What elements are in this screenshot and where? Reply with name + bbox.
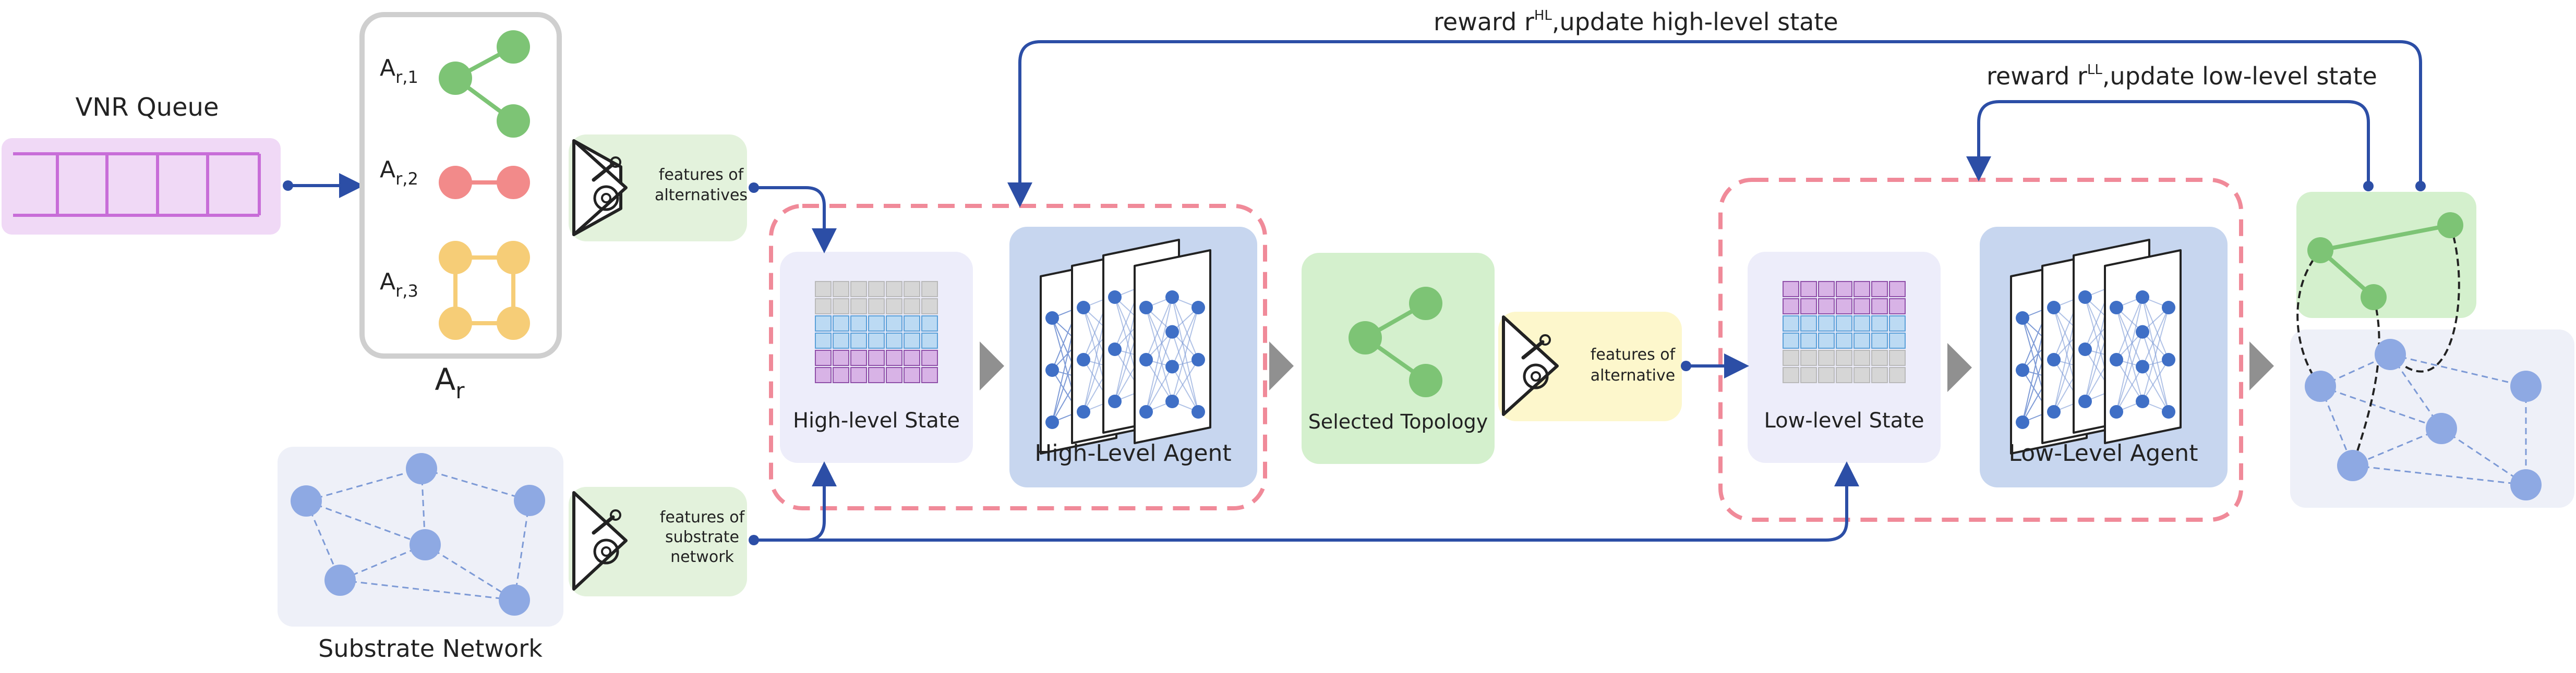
svg-text:reward rHL,update high-level s: reward rHL,update high-level state	[1434, 8, 1838, 36]
alternatives-panel: Ar,1 Ar,2 Ar,3 Ar	[359, 12, 562, 403]
feature-extractor-alternative: features of alternative	[1498, 312, 1682, 421]
high-level-agent-label: High-Level Agent	[1034, 440, 1231, 467]
alt1-subscript: r,1	[395, 67, 418, 87]
alt1-label: A	[380, 55, 395, 81]
wrench-icon	[1521, 334, 1551, 360]
low-level-state: Low-level State	[1748, 252, 1941, 463]
alt2-label: A	[380, 156, 395, 183]
reward-hl-suffix: ,update high-level state	[1552, 8, 1838, 36]
alt2-subscript: r,2	[395, 169, 418, 189]
alternative-1: Ar,1	[380, 30, 530, 138]
fe-alternative-line2: alternative	[1591, 366, 1675, 385]
low-level-state-label: Low-level State	[1764, 409, 1924, 433]
queue-to-alternatives-arrow	[283, 173, 364, 198]
feature-extractor-substrate: features of substrate network	[569, 487, 747, 596]
fe-alternative-line1: features of	[1591, 346, 1676, 364]
low-level-agent: Low-Level Agent	[1980, 227, 2228, 487]
state-matrix-icon	[815, 281, 938, 383]
feature-extractor-alternatives: features of alternatives	[569, 134, 748, 241]
gear-icon	[593, 185, 619, 211]
svg-text:Ar: Ar	[435, 362, 465, 403]
reward-ll-suffix: ,update low-level state	[2102, 62, 2377, 90]
high-level-dashed-group	[769, 204, 1267, 510]
fe-substrate-line1: features of	[660, 508, 745, 527]
wrench-icon	[592, 509, 621, 535]
alternative-2: Ar,2	[380, 156, 530, 199]
reward-hl-prefix: reward r	[1434, 8, 1534, 36]
fe-substrate-line3: network	[670, 548, 734, 566]
reward-hl-feedback-arrow	[1007, 40, 2426, 207]
high-level-state-label: High-level State	[793, 409, 960, 433]
agent-to-output-chevron	[2249, 341, 2274, 390]
svg-text:reward rLL,update low-level st: reward rLL,update low-level state	[1987, 62, 2377, 90]
vnr-queue-box	[2, 138, 281, 235]
agent-to-topology-chevron	[1269, 341, 1294, 390]
ar-subscript: r	[455, 378, 465, 403]
selected-topology-label: Selected Topology	[1308, 410, 1488, 433]
high-level-chevron	[980, 341, 1004, 390]
fe-alternatives-line1: features of	[659, 166, 744, 184]
low-level-agent-label: Low-Level Agent	[2009, 440, 2198, 467]
fe-alternatives-line2: alternatives	[655, 186, 748, 204]
fe-substrate-line2: substrate	[665, 528, 739, 546]
reward-ll-prefix: reward r	[1987, 62, 2087, 90]
embedding-output	[2290, 192, 2574, 508]
gear-icon	[1523, 363, 1549, 389]
fe-substrate-to-states-arrow	[749, 461, 1859, 545]
neural-network-icon	[1040, 239, 1211, 455]
fe-alternatives-to-hl-state-arrow	[749, 182, 837, 253]
substrate-network-label: Substrate Network	[318, 634, 543, 663]
fe-alternative-to-ll-state-arrow	[1681, 353, 1749, 378]
high-level-agent: High-Level Agent	[1009, 227, 1257, 487]
reward-hl-sup: HL	[1534, 8, 1552, 23]
substrate-network: Substrate Network	[278, 447, 563, 663]
high-level-state: High-level State	[780, 252, 973, 463]
vnr-queue-label: VNR Queue	[75, 93, 219, 122]
vnr-queue: VNR Queue	[2, 93, 281, 235]
reward-ll-sup: LL	[2087, 62, 2102, 78]
alt3-subscript: r,3	[395, 281, 418, 301]
wrench-icon	[592, 156, 621, 182]
vnr-queue-slots	[13, 152, 261, 217]
alternative-3: Ar,3	[380, 241, 530, 340]
alt3-label: A	[380, 268, 395, 295]
gear-icon	[593, 539, 619, 565]
svg-text:Ar,2: Ar,2	[380, 156, 418, 189]
neural-network-icon	[2010, 239, 2182, 455]
low-level-chevron	[1947, 343, 1972, 392]
svg-text:Ar,3: Ar,3	[380, 268, 418, 301]
svg-text:Ar,1: Ar,1	[380, 55, 418, 87]
selected-topology: Selected Topology	[1302, 253, 1495, 464]
ar-label: A	[435, 362, 456, 397]
reward-ll-feedback-arrow	[1966, 100, 2374, 191]
state-matrix-icon	[1783, 281, 1906, 383]
